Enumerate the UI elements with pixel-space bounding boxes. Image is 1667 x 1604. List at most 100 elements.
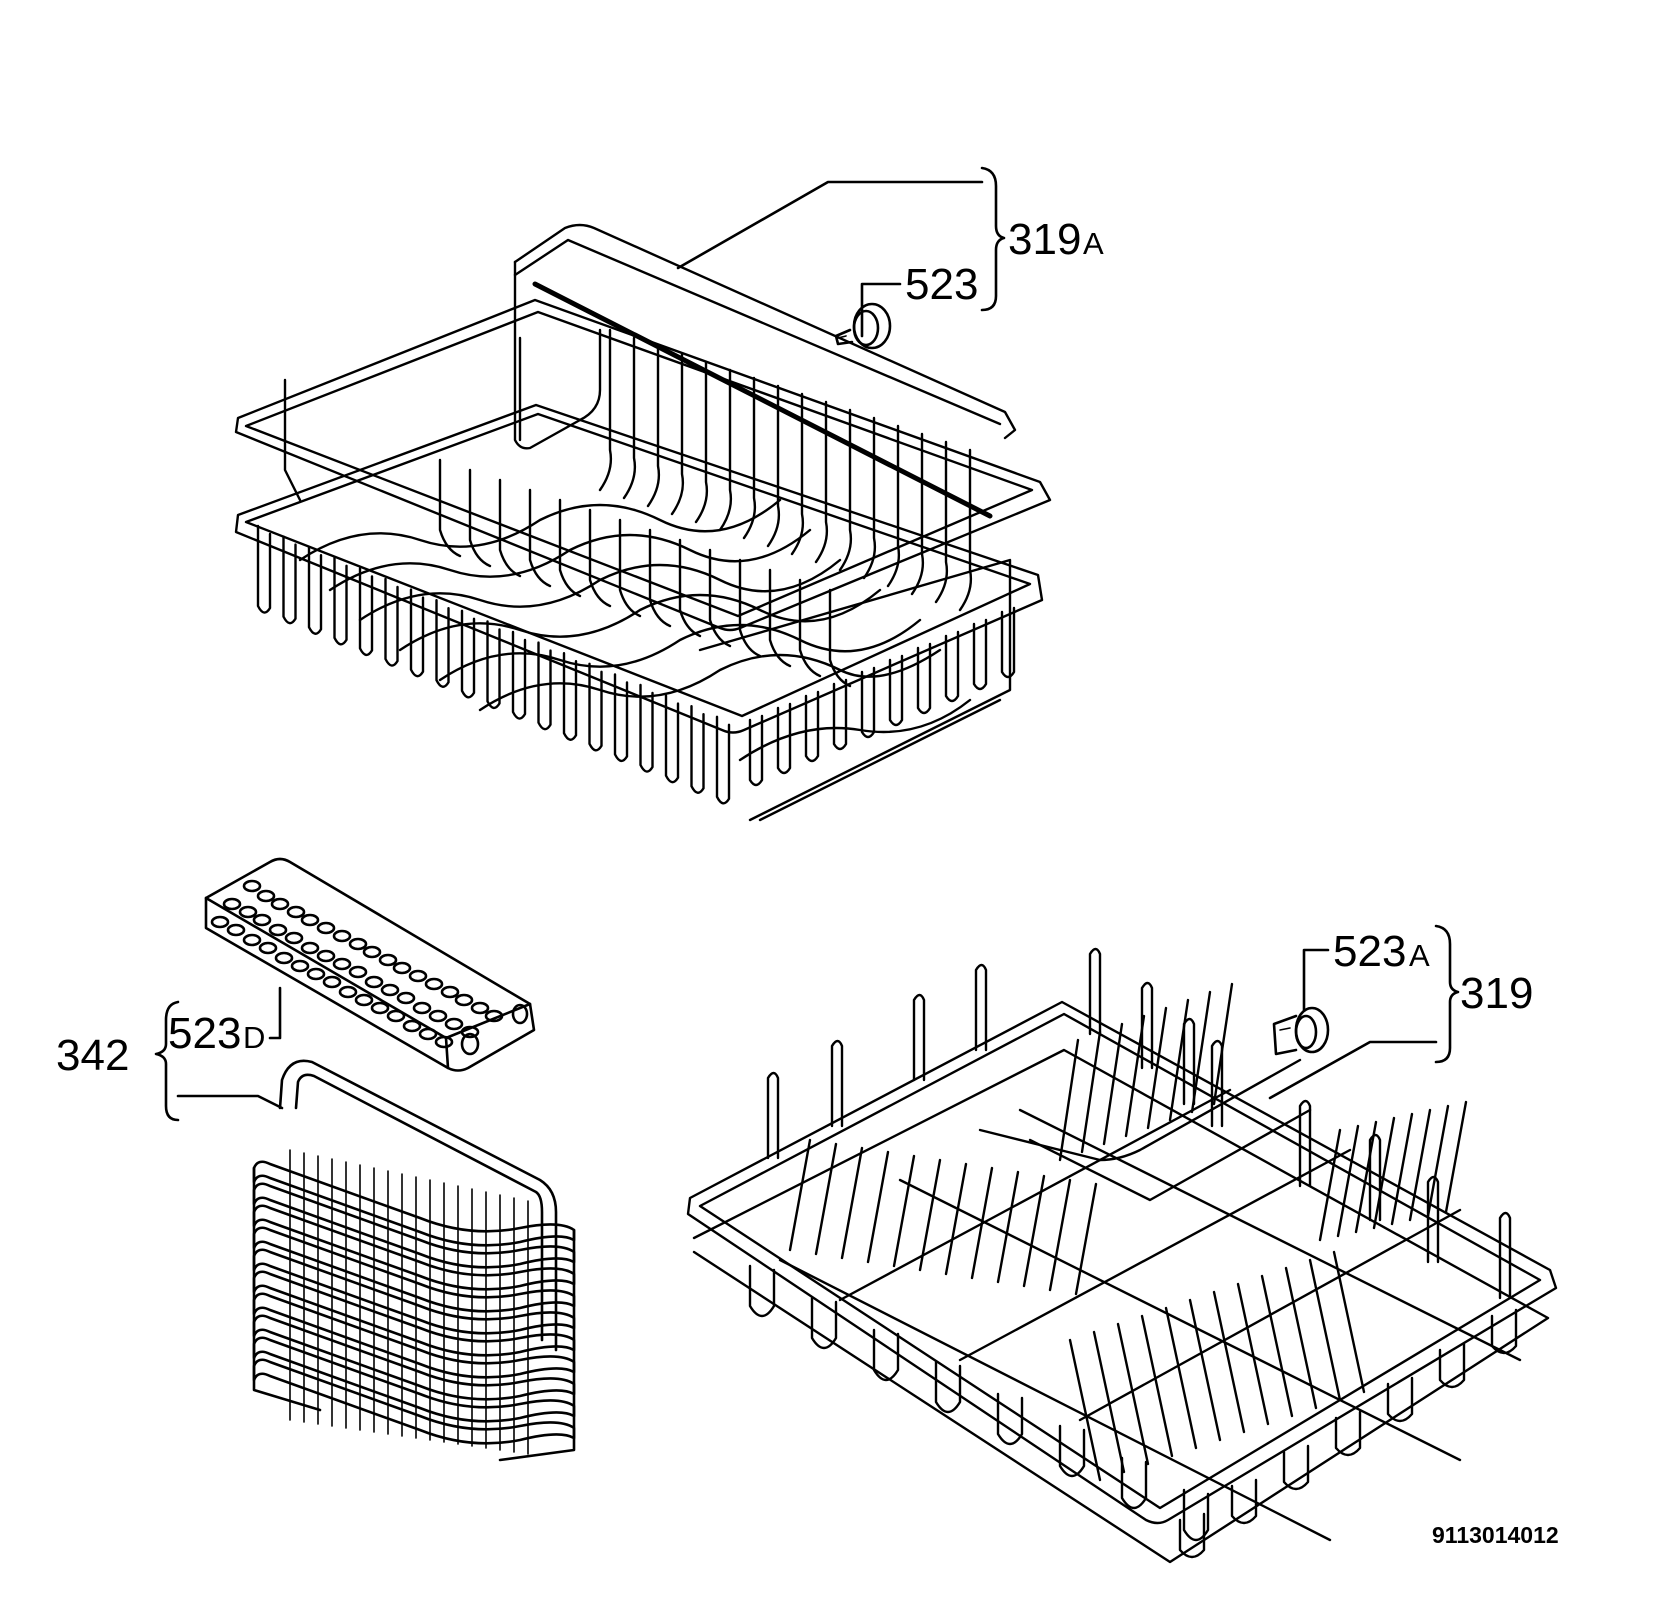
plate-tine: [996, 1170, 1020, 1284]
lid-hole: [322, 975, 342, 989]
plate-tine: [648, 528, 672, 628]
plate-tine: [438, 458, 462, 558]
plate-tine: [718, 368, 733, 532]
plate-tine: [528, 488, 552, 588]
basket-wire-loop: [748, 1264, 776, 1318]
lid-hole: [316, 921, 336, 935]
basket-wire-loop: [916, 642, 932, 715]
lid-hole: [332, 929, 352, 943]
lid-hole: [428, 1009, 448, 1023]
upper-basket: [234, 223, 1052, 822]
plate-tine: [1102, 1022, 1124, 1146]
basket-wire-loop: [307, 546, 323, 635]
plate-tine: [1426, 1104, 1450, 1218]
lid-hole: [300, 913, 320, 927]
plate-tine: [1092, 1330, 1126, 1474]
basket-upright: [974, 963, 988, 1052]
basket-wire-loop: [1230, 1478, 1258, 1525]
lid-hole: [290, 959, 310, 973]
lid-hole: [284, 931, 304, 945]
basket-wire-loop: [996, 1392, 1024, 1446]
lid-hole: [256, 889, 276, 903]
lid-hole: [226, 923, 246, 937]
plate-tine: [1022, 1174, 1046, 1288]
plate-tine: [618, 518, 642, 618]
lid-hole: [268, 923, 288, 937]
plate-tine: [1080, 1030, 1102, 1154]
plate-tine: [1336, 1124, 1360, 1238]
plate-tine: [768, 568, 792, 668]
plate-tine: [1074, 1182, 1098, 1296]
lid-hole: [242, 933, 262, 947]
plate-tine: [814, 1142, 838, 1256]
basket-wire-loop: [1334, 1410, 1362, 1457]
plate-tine: [742, 376, 757, 540]
upper-wheel-part-number: 523: [905, 260, 978, 309]
basket-wire-loop: [872, 1328, 900, 1382]
lid-hole: [258, 941, 278, 955]
plate-tine: [958, 448, 973, 612]
lid-hole: [440, 985, 460, 999]
basket-wire-loop: [888, 654, 904, 727]
lid-hole: [238, 905, 258, 919]
basket-wire-loop: [1000, 606, 1016, 679]
cutlery-basket: [252, 1059, 576, 1462]
lower-wheel-part-suffix: A: [1409, 938, 1430, 973]
lid-hole: [412, 1001, 432, 1015]
cutlery-group-part-number: 342: [56, 1031, 129, 1080]
basket-wire-loop: [664, 694, 680, 784]
lid-hole: [460, 1025, 480, 1039]
basket-wire-loop: [613, 673, 629, 763]
lid-hole: [242, 879, 262, 893]
basket-wire-loop: [588, 662, 603, 752]
plate-tine: [790, 392, 805, 556]
basket-wire-loop: [486, 620, 501, 710]
basket-upright: [1426, 1175, 1440, 1264]
cutlery-lid-part-number: 523: [168, 1009, 241, 1058]
basket-wire-loop: [511, 630, 527, 720]
plate-tine: [1308, 1258, 1342, 1402]
plate-tine: [892, 1154, 916, 1268]
basket-wire-loop: [256, 524, 272, 614]
lid-hole: [396, 991, 416, 1005]
basket-wire-loop: [1178, 1512, 1206, 1559]
plate-tine: [558, 498, 582, 598]
basket-wire-loop: [409, 588, 425, 678]
lower-basket-wheel: [1272, 1006, 1330, 1056]
plate-tine: [738, 558, 762, 658]
basket-wire-loop: [537, 641, 552, 731]
lid-hole: [408, 969, 428, 983]
lid-hole: [418, 1027, 438, 1041]
plate-tine: [498, 478, 522, 578]
basket-wire-loop: [715, 715, 731, 805]
basket-upright: [1498, 1211, 1512, 1300]
lid-hole: [378, 953, 398, 967]
basket-wire-loop: [562, 652, 578, 741]
basket-wire-loop: [384, 577, 399, 667]
lid-hole: [386, 1009, 406, 1023]
lid-hole: [380, 983, 400, 997]
basket-upright: [1182, 1017, 1196, 1106]
basket-wire-loop: [934, 1360, 962, 1414]
basket-wire-loop: [776, 702, 792, 775]
plate-tine: [1190, 990, 1212, 1114]
basket-upright: [830, 1039, 844, 1128]
plate-tine: [1048, 1178, 1072, 1292]
plate-tine: [1116, 1322, 1150, 1466]
plate-tine: [1332, 1250, 1366, 1394]
lower-basket-part-number: 319: [1460, 969, 1533, 1018]
plate-tine: [670, 352, 685, 516]
lid-hole: [370, 1001, 390, 1015]
lid-hole: [316, 949, 336, 963]
basket-wire-loop: [748, 714, 764, 787]
basket-wire-loop: [690, 705, 705, 794]
basket-wire-loop: [1120, 1456, 1148, 1510]
plate-tine: [588, 508, 612, 608]
plate-tine: [646, 344, 661, 508]
plate-tine: [1318, 1128, 1342, 1242]
plate-tine: [1390, 1112, 1414, 1226]
plate-tine: [798, 578, 822, 678]
cutlery-lid-part-suffix: D: [243, 1020, 265, 1055]
plate-tine: [598, 328, 613, 492]
